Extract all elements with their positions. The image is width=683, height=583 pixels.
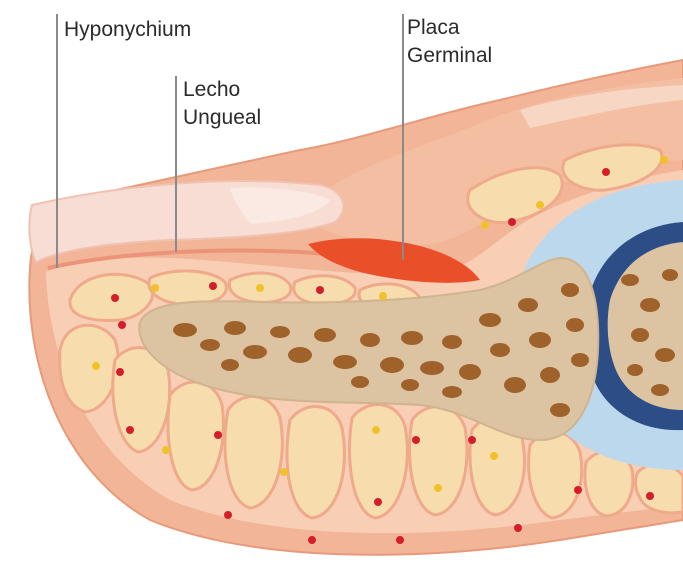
label-hyponychium: Hyponychium	[64, 16, 191, 44]
label-placa-line2: Germinal	[407, 42, 492, 70]
label-lecho-line1: Lecho	[183, 76, 261, 104]
label-placa-germinal: Placa Germinal	[407, 14, 492, 70]
label-lecho-ungueal: Lecho Ungueal	[183, 76, 261, 132]
label-hyponychium-text: Hyponychium	[64, 16, 191, 44]
label-placa-line1: Placa	[407, 14, 492, 42]
label-lecho-line2: Ungueal	[183, 104, 261, 132]
